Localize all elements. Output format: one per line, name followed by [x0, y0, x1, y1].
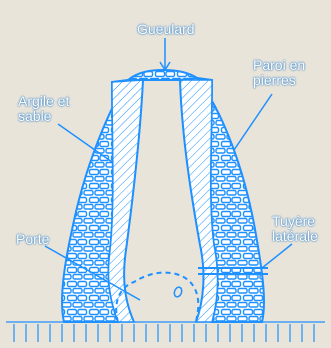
label-gueulard: Gueulard: [137, 22, 195, 37]
furnace-top: [128, 70, 197, 80]
label-porte: Porte: [16, 232, 49, 247]
door-hole: [173, 286, 183, 298]
leader-tuyere: [262, 244, 292, 268]
label-paroi-en-pierres: Paroi en pierres: [253, 58, 305, 88]
label-argile-et-sable: Argile et sable: [18, 94, 69, 124]
ground: [6, 322, 325, 342]
ground-hatch: [14, 324, 314, 342]
leader-paroi: [234, 94, 272, 150]
label-tuyere-laterale: Tuyère latérale: [272, 214, 318, 244]
